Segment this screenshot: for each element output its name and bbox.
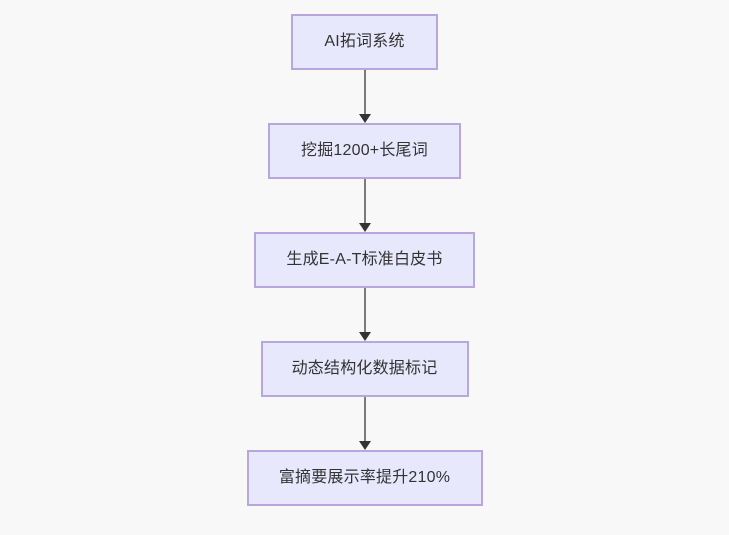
- flowchart-node-5-label: 富摘要展示率提升210%: [278, 469, 451, 486]
- arrow-down-icon: [358, 441, 371, 450]
- flowchart-edge-2: [358, 179, 372, 232]
- flowchart-edge-4: [358, 397, 372, 450]
- flowchart-node-2-label: 挖掘1200+长尾词: [301, 142, 428, 159]
- flowchart-node-1[interactable]: AI拓词系统: [291, 14, 438, 70]
- edge-line: [363, 70, 366, 115]
- arrow-down-icon: [358, 223, 371, 232]
- flowchart-node-2[interactable]: 挖掘1200+长尾词: [268, 123, 461, 179]
- flowchart-edge-1: [358, 70, 372, 123]
- flowchart-node-3[interactable]: 生成E-A-T标准白皮书: [254, 232, 475, 288]
- flowchart-node-4[interactable]: 动态结构化数据标记: [260, 341, 469, 397]
- edge-line: [363, 288, 366, 333]
- arrow-down-icon: [358, 114, 371, 123]
- flowchart-edge-3: [358, 288, 372, 341]
- arrow-down-icon: [358, 332, 371, 341]
- edge-line: [363, 179, 366, 224]
- flowchart-node-5[interactable]: 富摘要展示率提升210%: [246, 450, 483, 506]
- flowchart-node-4-label: 动态结构化数据标记: [291, 360, 438, 377]
- flowchart-node-1-label: AI拓词系统: [324, 33, 405, 50]
- edge-line: [363, 397, 366, 442]
- flowchart-node-3-label: 生成E-A-T标准白皮书: [286, 251, 443, 268]
